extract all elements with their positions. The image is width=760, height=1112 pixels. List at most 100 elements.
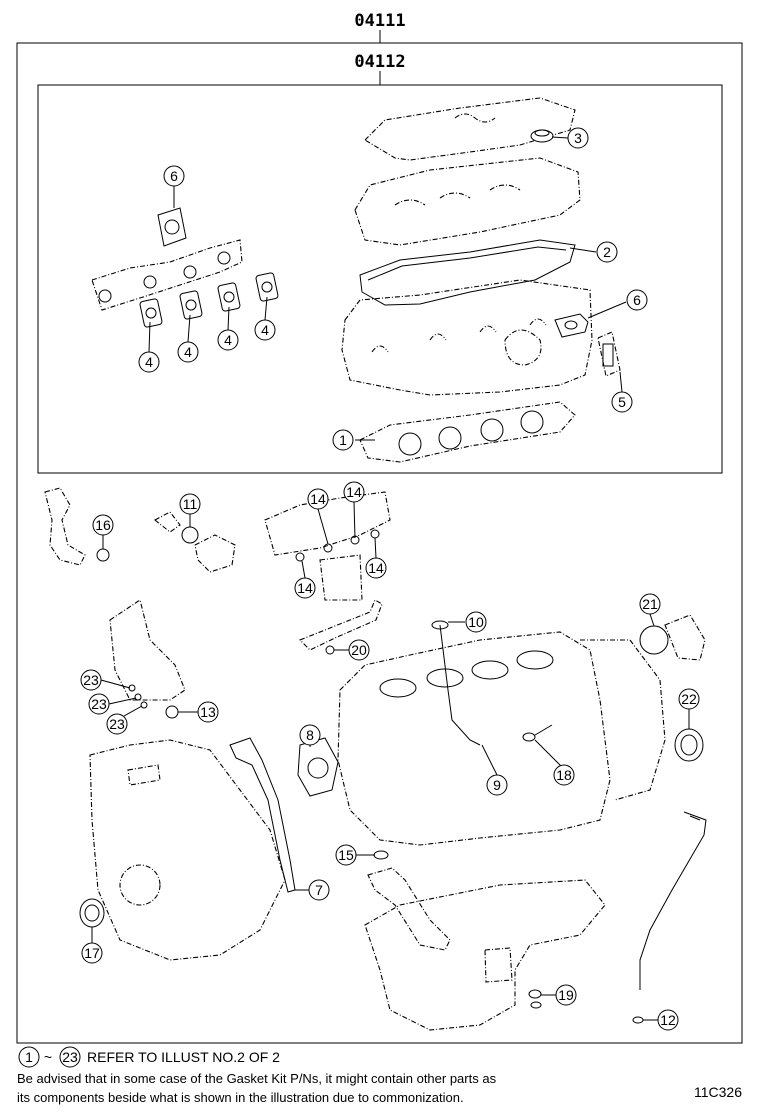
callout-label: 14 <box>368 560 384 576</box>
callout-label: 17 <box>84 945 100 961</box>
callout-5 <box>611 391 633 413</box>
callout-label: 13 <box>200 704 216 720</box>
callout-label: 14 <box>346 484 362 500</box>
callout-19 <box>555 984 577 1006</box>
callout-label: 23 <box>91 696 107 712</box>
callout-label: 22 <box>681 691 697 707</box>
exhaust-port-gaskets <box>139 272 279 328</box>
callout-9 <box>486 774 508 796</box>
range-start: 1 <box>25 1049 33 1065</box>
intake-manifold <box>264 491 391 601</box>
callout-balloons: 1 2 3 4 4 4 4 5 6 6 7 8 <box>80 127 700 1031</box>
callout-3 <box>567 127 589 149</box>
refer-text: REFER TO ILLUST NO.2 OF 2 <box>87 1049 280 1065</box>
callout-label: 20 <box>351 642 367 658</box>
callout-16 <box>92 514 114 536</box>
callout-22 <box>678 688 700 710</box>
callout-label: 4 <box>184 344 192 360</box>
callout-23 <box>106 713 128 735</box>
range-separator: ~ <box>44 1049 52 1065</box>
callout-label: 18 <box>556 767 572 783</box>
callout-6 <box>163 165 185 187</box>
callout-1 <box>332 429 354 451</box>
callout-4 <box>138 351 160 373</box>
exhaust-manifold <box>91 239 243 311</box>
oil-pan <box>364 879 606 1031</box>
callout-label: 2 <box>603 244 611 260</box>
callout-label: 5 <box>618 394 626 410</box>
callout-18 <box>553 764 575 786</box>
crankshaft-front-oil-seal <box>79 898 105 928</box>
callout-label: 9 <box>493 777 501 793</box>
callout-4 <box>177 341 199 363</box>
callout-14 <box>343 481 365 503</box>
cylinder-head <box>341 279 593 396</box>
callout-label: 10 <box>468 614 484 630</box>
callout-23 <box>80 669 102 691</box>
range-start-circle <box>18 1046 40 1068</box>
callout-label: 23 <box>83 672 99 688</box>
oil-filler-cap-gasket <box>530 129 554 143</box>
commonization-note-line1: Be advised that in some case of the Gask… <box>17 1071 497 1086</box>
callout-7 <box>308 879 330 901</box>
callout-4 <box>217 329 239 351</box>
oil-pressure-switch-gasket <box>522 724 553 742</box>
oil-pump-body <box>109 599 186 719</box>
cylinder-head-cover <box>354 157 581 246</box>
cylinder-block <box>337 631 666 846</box>
oil-strainer-pipe <box>299 599 383 655</box>
water-pump-gasket <box>297 737 339 797</box>
callout-label: 14 <box>310 491 326 507</box>
oil-pan-drain-plug-gasket <box>528 989 542 1009</box>
valve-cover-gasket-top <box>364 97 576 161</box>
kit-number-outer: 04111 <box>354 11 405 31</box>
commonization-note-line2: its components beside what is shown in t… <box>17 1090 464 1105</box>
callout-label: 12 <box>660 1012 676 1028</box>
intake-gasket-small <box>554 313 589 338</box>
reference-range: 1 ~ 23 REFER TO ILLUST NO.2 OF 2 <box>18 1046 280 1068</box>
outer-kit-frame <box>16 42 743 1044</box>
timing-chain-cover <box>89 739 286 961</box>
callout-label: 15 <box>338 847 354 863</box>
callout-4 <box>254 319 276 341</box>
timing-cover-gasket <box>229 737 296 893</box>
range-end: 23 <box>62 1049 78 1065</box>
callout-21 <box>639 593 661 615</box>
oil-strainer <box>367 850 451 951</box>
dipstick-guide <box>431 620 481 746</box>
inner-kit-frame <box>37 84 723 474</box>
callout-label: 21 <box>642 596 658 612</box>
head-gasket <box>359 401 576 463</box>
callout-label: 11 <box>183 496 198 512</box>
range-end-circle <box>59 1046 81 1068</box>
oil-level-gauge <box>632 811 707 1024</box>
callout-label: 19 <box>558 987 574 1003</box>
callout-label: 3 <box>574 130 582 146</box>
callout-label: 4 <box>145 354 153 370</box>
crankshaft-rear-oil-seal <box>674 728 704 762</box>
callout-14 <box>294 577 316 599</box>
kit-number-inner: 04112 <box>354 52 405 72</box>
callout-12 <box>657 1009 679 1031</box>
callout-label: 4 <box>261 322 269 338</box>
callout-11 <box>179 493 201 515</box>
valve-cover-gasket <box>359 239 576 306</box>
callout-15 <box>335 844 357 866</box>
callout-label: 23 <box>109 716 125 732</box>
callout-label: 6 <box>633 292 641 308</box>
callout-17 <box>81 942 103 964</box>
callout-20 <box>348 639 370 661</box>
rear-oil-seal-retainer <box>639 614 706 661</box>
callout-6 <box>626 289 648 311</box>
exhaust-flange-gasket <box>157 207 187 247</box>
callout-label: 4 <box>224 332 232 348</box>
callout-label: 8 <box>306 727 314 743</box>
callout-label: 7 <box>315 882 323 898</box>
callout-13 <box>197 701 219 723</box>
plate-gasket <box>597 331 621 377</box>
callout-14 <box>365 557 387 579</box>
callout-2 <box>596 241 618 263</box>
illustration-code: 11C326 <box>693 1084 742 1100</box>
callout-label: 16 <box>95 517 111 533</box>
